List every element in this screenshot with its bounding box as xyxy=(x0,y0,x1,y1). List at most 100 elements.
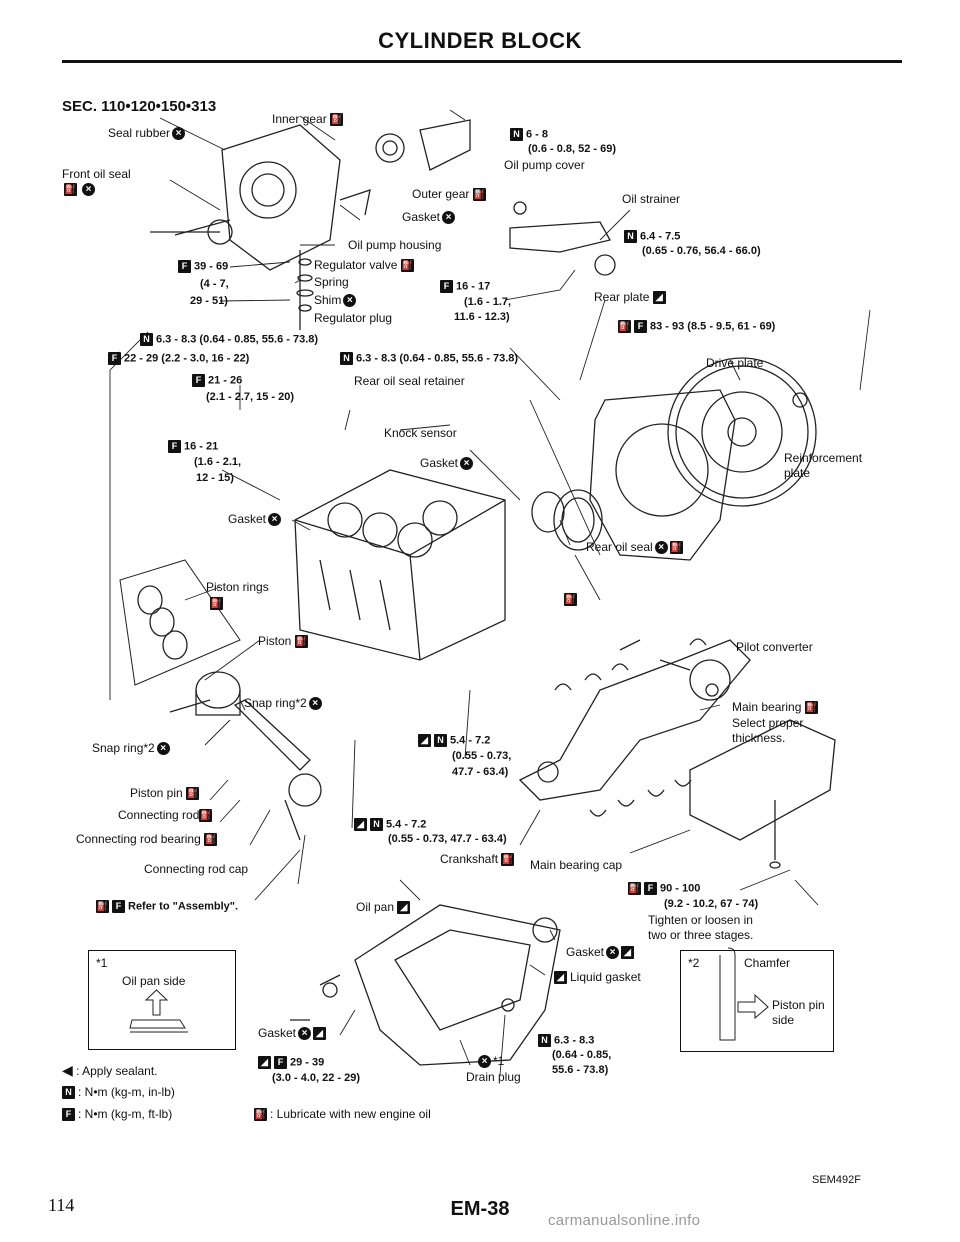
label-shim: Shim× xyxy=(314,293,358,308)
sealant-icon: ◢ xyxy=(554,971,567,985)
torque-ft-icon: F xyxy=(112,900,125,913)
spec-16-21b: (1.6 - 2.1, xyxy=(194,456,242,468)
page-number-left: 114 xyxy=(48,1195,75,1215)
torque-in-icon: N xyxy=(140,333,153,346)
connecting-rod-bearing-text: Connecting rod bearing xyxy=(76,832,201,846)
oil-icon: ⛽ xyxy=(294,635,308,649)
label-main-bearing: Main bearing ⛽ xyxy=(732,700,821,715)
rear-plate-drawing xyxy=(589,389,736,561)
leader-lines xyxy=(109,109,871,1076)
main-bearing-cap-drawing xyxy=(689,719,836,869)
label-drive-plate: Drive plate xyxy=(706,356,764,370)
spec-64-75-text: 6.4 - 7.5 xyxy=(640,230,681,243)
spec-39-69b: (4 - 7, xyxy=(200,278,229,290)
replace-icon: × xyxy=(478,1055,491,1069)
oil-icon: ⛽ xyxy=(501,853,515,867)
spec-63-83c-text: 6.3 - 8.3 xyxy=(554,1034,595,1047)
label-snap-ring-b: Snap ring*2× xyxy=(92,741,172,756)
label-regulator-valve: Regulator valve ⛽ xyxy=(314,258,417,273)
sealant-icon: ◢ xyxy=(621,946,635,960)
label-oil-strainer: Oil strainer xyxy=(622,192,681,206)
label-thickness: thickness. xyxy=(732,731,786,745)
label-spring: Spring xyxy=(314,275,349,289)
torque-ft-icon: F xyxy=(440,280,453,293)
replace-icon: × xyxy=(442,211,456,225)
box1-num: *1 xyxy=(96,956,108,970)
oil-icon: ⛽ xyxy=(96,900,109,913)
torque-in-icon: N xyxy=(510,128,523,141)
spec-54-72d-text: 5.4 - 7.2 xyxy=(386,818,427,831)
spec-54-72c: 47.7 - 63.4) xyxy=(452,766,509,778)
legend-nm-ft-text: : N•m (kg-m, ft-lb) xyxy=(78,1107,173,1121)
rear-oil-seal-drawing xyxy=(531,489,603,551)
box2-side-2: side xyxy=(772,1013,795,1027)
piston-pin-text: Piston pin xyxy=(130,786,183,800)
spec-63-83a-text: 6.3 - 8.3 (0.64 - 0.85, 55.6 - 73.8) xyxy=(156,333,319,346)
oil-icon: ⛽ xyxy=(64,183,77,197)
label-snap-ring: Snap ring*2× xyxy=(244,696,324,711)
inner-gear-text: Inner gear xyxy=(272,112,327,126)
label-connecting-rod-bearing: Connecting rod bearing ⛽ xyxy=(76,832,220,847)
gasket-text: Gasket xyxy=(228,512,267,526)
oil-icon: ⛽ xyxy=(204,833,218,847)
gasket-text: Gasket xyxy=(420,456,459,470)
torque-in-icon: N xyxy=(370,818,383,831)
cylinder-block-drawing xyxy=(294,469,506,661)
spec-6-8-text: 6 - 8 xyxy=(526,128,549,141)
label-reinforcement: Reinforcement xyxy=(784,451,863,465)
gasket-text: Gasket xyxy=(402,210,441,224)
label-gasket-pump: Gasket× xyxy=(402,210,457,225)
figure-id: SEM492F xyxy=(812,1174,861,1186)
label-piston: Piston ⛽ xyxy=(258,634,311,649)
label-crankshaft: Crankshaft ⛽ xyxy=(440,852,517,867)
spec-63-83cb: (0.64 - 0.85, xyxy=(552,1049,612,1061)
spec-39-69-text: 39 - 69 xyxy=(194,260,229,273)
label-gasket-block: Gasket× xyxy=(228,512,283,527)
oil-strainer-drawing xyxy=(509,201,616,276)
spec-29-39-text: 29 - 39 xyxy=(290,1056,325,1069)
oil-icon: ⛽ xyxy=(669,541,683,555)
label-gasket-knock: Gasket× xyxy=(420,456,475,471)
oil-icon: ⛽ xyxy=(254,1108,267,1122)
oil-icon: ⛽ xyxy=(400,259,414,273)
oil-pump-assembly xyxy=(150,119,471,330)
spec-6-8b: (0.6 - 0.8, 52 - 69) xyxy=(528,143,617,155)
replace-icon: × xyxy=(308,697,322,711)
oil-pan-text: Oil pan xyxy=(356,900,395,914)
spec-21-26-text: 21 - 26 xyxy=(208,374,243,387)
spec-39-69c: 29 - 51) xyxy=(190,295,228,307)
legend-nm-ft: F: N•m (kg-m, ft-lb) xyxy=(62,1107,173,1122)
oil-icon: ⛽ xyxy=(199,809,213,823)
sealant-icon: ◢ xyxy=(418,734,431,747)
label-select-proper: Select proper xyxy=(732,716,804,730)
spec-16-17-text: 16 - 17 xyxy=(456,280,491,293)
detail-box-chamfer xyxy=(680,950,834,1052)
torque-in-icon: N xyxy=(538,1034,551,1047)
replace-icon: × xyxy=(654,541,668,555)
legend-sealant-text: : Apply sealant. xyxy=(76,1064,158,1078)
sealant-icon: ◢ xyxy=(354,818,367,831)
gasket-b-text: Gasket xyxy=(566,945,605,959)
spec-54-72b: (0.55 - 0.73, xyxy=(452,750,512,762)
label-gasket-pan: Gasket×◢ xyxy=(566,945,637,960)
spec-64-75b: (0.65 - 0.76, 56.4 - 66.0) xyxy=(642,245,761,257)
piston-text: Piston xyxy=(258,634,292,648)
legend-sealant: ◀ : Apply sealant. xyxy=(62,1063,158,1078)
spec-90-100-text: 90 - 100 xyxy=(660,882,701,895)
oil-icon: ⛽ xyxy=(628,882,641,895)
snap-ring-b-text: Snap ring*2 xyxy=(92,741,155,755)
legend-lube: ⛽: Lubricate with new engine oil xyxy=(254,1107,431,1122)
oil-pan-drawing xyxy=(290,904,561,1066)
oil-icon: ⛽ xyxy=(618,320,631,333)
